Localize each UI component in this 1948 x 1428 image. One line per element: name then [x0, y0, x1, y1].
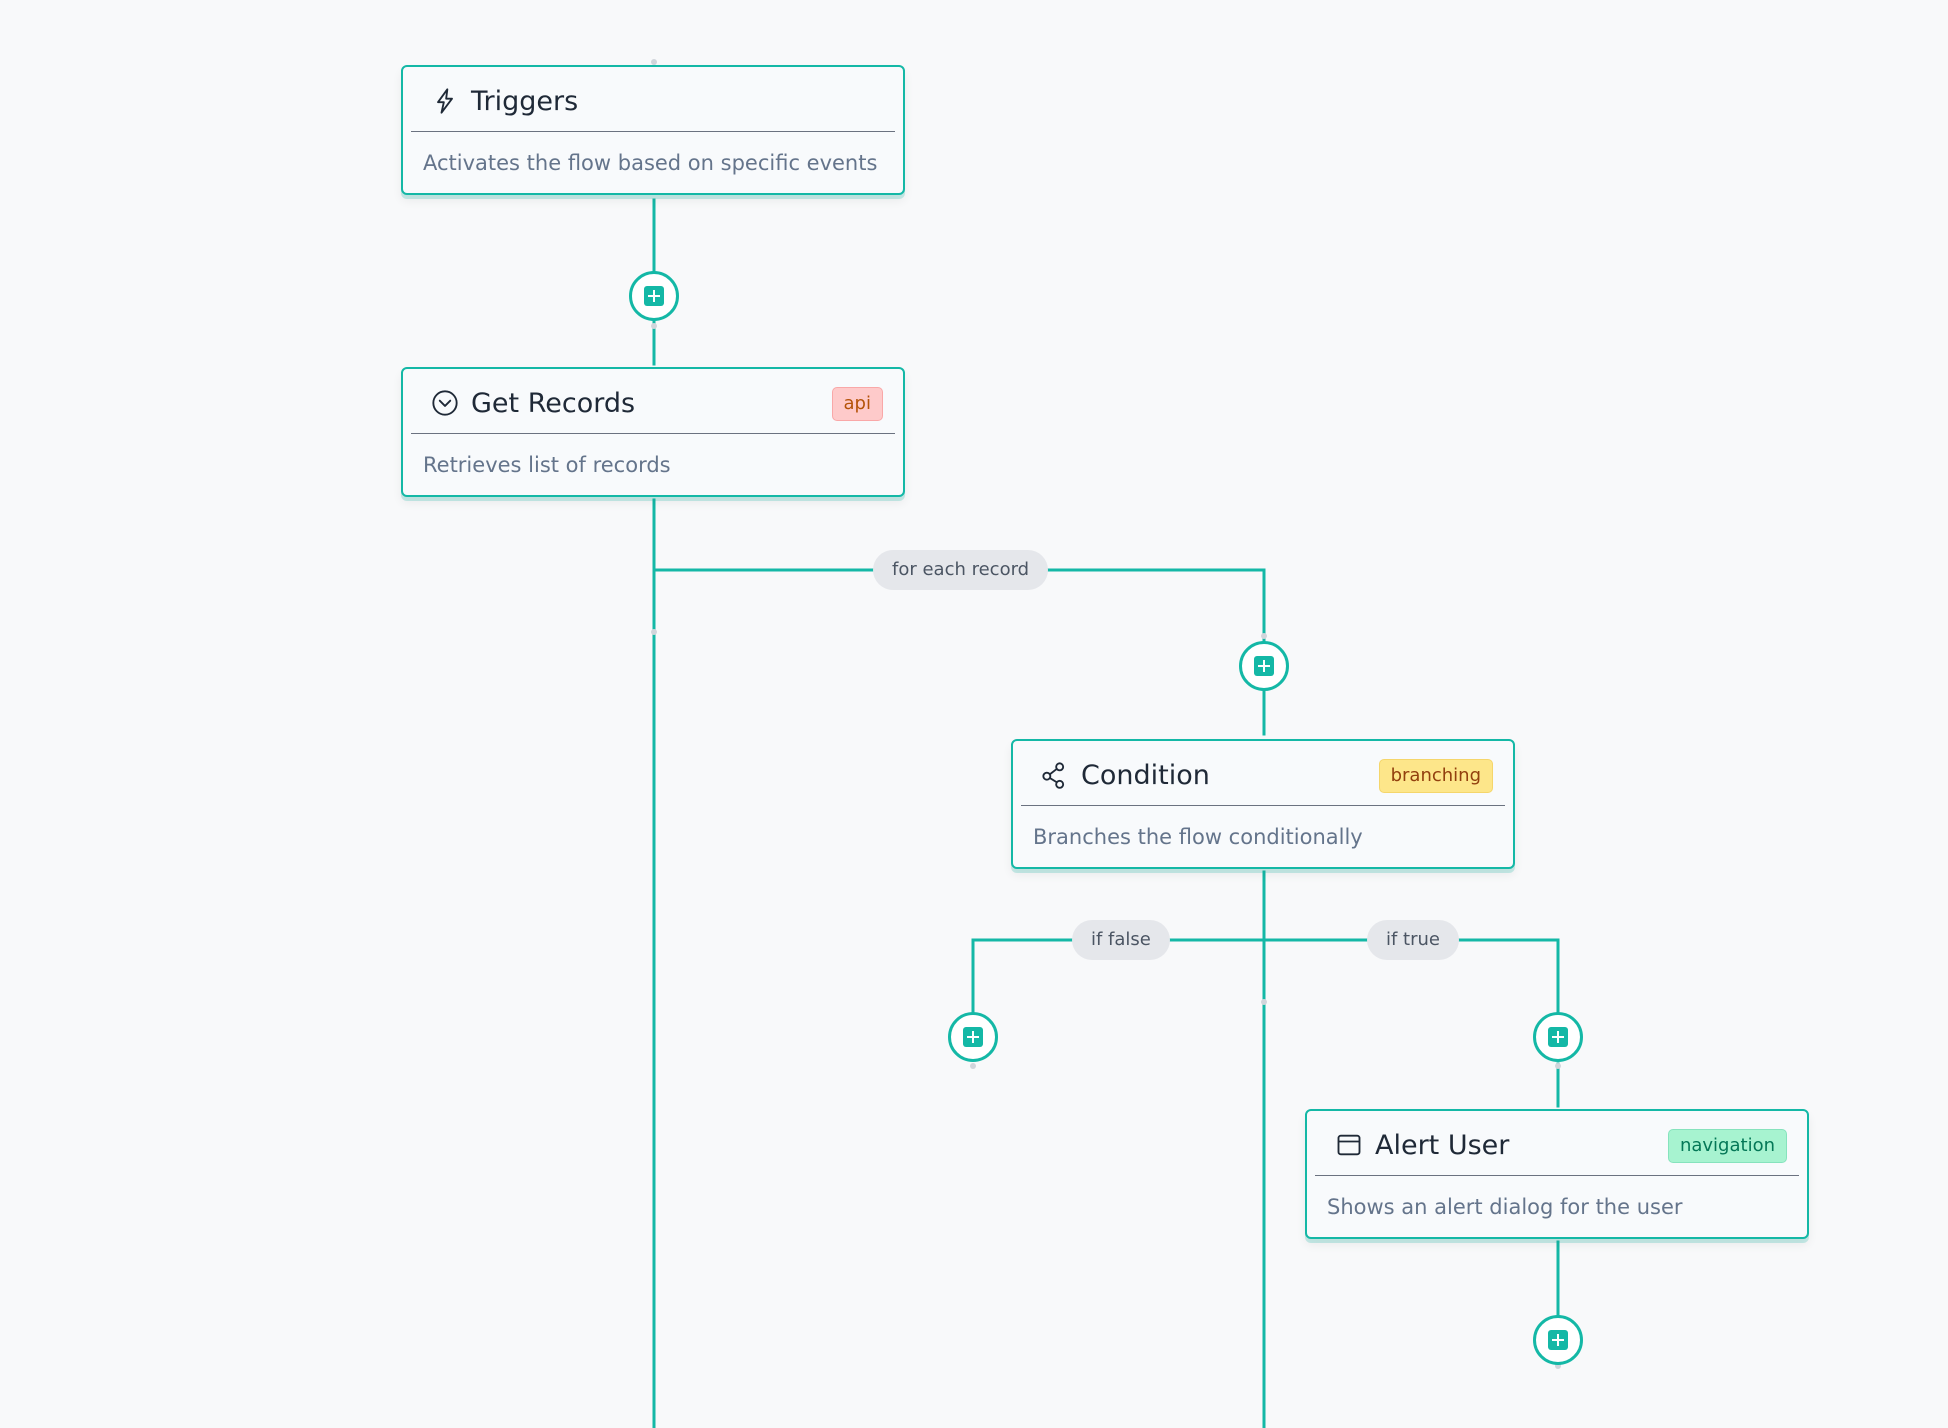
node-title: Condition	[1081, 760, 1210, 791]
node-description: Shows an alert dialog for the user	[1327, 1195, 1683, 1219]
node-header: Alert User navigation	[1315, 1111, 1799, 1176]
node-title: Get Records	[471, 388, 636, 419]
edge-label-if-true: if true	[1367, 920, 1459, 960]
plus-icon	[1548, 1027, 1568, 1047]
window-icon	[1335, 1131, 1363, 1159]
edge-label-if-false: if false	[1072, 920, 1170, 960]
add-step-button[interactable]	[1239, 641, 1289, 691]
node-header: Triggers	[411, 67, 895, 132]
add-step-button[interactable]	[629, 271, 679, 321]
connector-line	[652, 568, 1266, 642]
plus-icon	[1548, 1330, 1568, 1350]
node-triggers[interactable]: Triggers Activates the flow based on spe…	[401, 65, 905, 195]
node-header: Condition branching	[1021, 741, 1505, 806]
plus-icon	[644, 286, 664, 306]
branch-icon	[1041, 761, 1069, 789]
node-description: Branches the flow conditionally	[1033, 825, 1363, 849]
lightning-bolt-icon	[431, 87, 459, 115]
add-step-button[interactable]	[1533, 1315, 1583, 1365]
node-title: Triggers	[471, 86, 579, 117]
node-alert-user[interactable]: Alert User navigation Shows an alert dia…	[1305, 1109, 1809, 1239]
add-step-button[interactable]	[1533, 1012, 1583, 1062]
edge-label-for-each: for each record	[873, 550, 1049, 590]
badge-navigation: navigation	[1667, 1129, 1787, 1163]
plus-icon	[1254, 656, 1274, 676]
node-title: Alert User	[1375, 1130, 1510, 1161]
chevron-circle-icon	[431, 389, 459, 417]
connector-line	[971, 938, 1560, 1014]
node-condition[interactable]: Condition branching Branches the flow co…	[1011, 739, 1515, 869]
badge-api: api	[831, 387, 883, 421]
badge-branching: branching	[1378, 759, 1493, 793]
node-description: Activates the flow based on specific eve…	[423, 151, 878, 175]
plus-icon	[963, 1027, 983, 1047]
node-header: Get Records api	[411, 369, 895, 434]
node-description: Retrieves list of records	[423, 453, 671, 477]
add-step-button[interactable]	[948, 1012, 998, 1062]
node-get-records[interactable]: Get Records api Retrieves list of record…	[401, 367, 905, 497]
